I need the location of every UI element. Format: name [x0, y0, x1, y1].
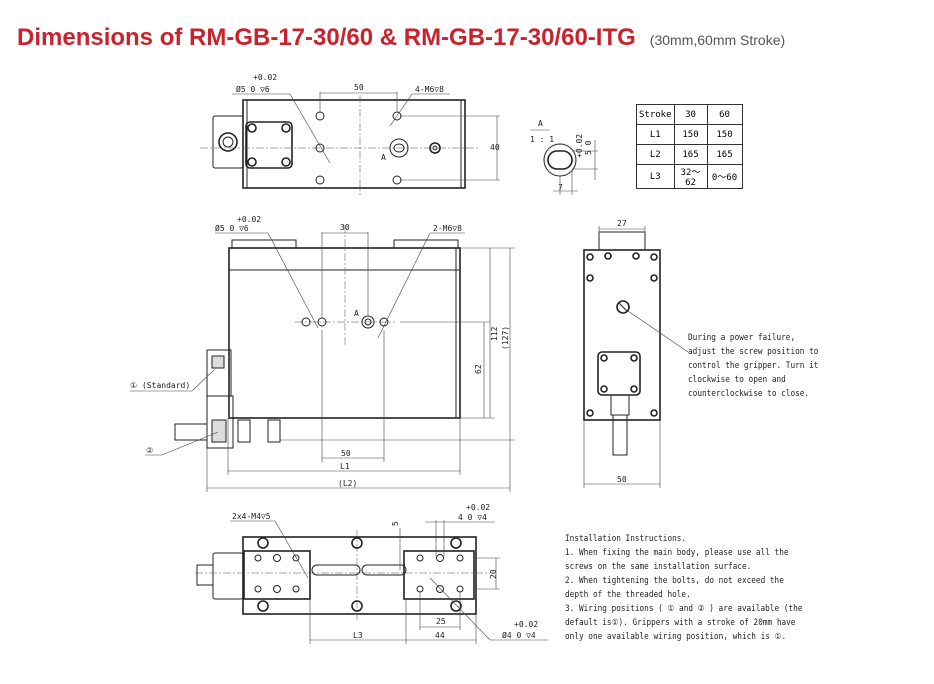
dim-127: (127) [501, 326, 510, 350]
instruction-line: 1. When fixing the main body, please use… [565, 548, 789, 558]
section-label-a: A [381, 153, 386, 162]
hole-tolerance: +0.02 [237, 215, 261, 224]
pin-spec-top: 4 0 ▽4 [458, 513, 487, 522]
dim-112: 112 [490, 326, 499, 341]
note-line: During a power failure, [688, 333, 796, 343]
top-view: 50 +0.02 Ø5 0 ▽6 4-M6▽8 40 A [200, 73, 500, 195]
subtitle: (30mm,60mm Stroke) [649, 32, 786, 48]
dim-20: 20 [489, 569, 498, 579]
dim-l2: (L2) [338, 479, 357, 488]
instruction-line: depth of the threaded hole. [565, 590, 691, 600]
stroke-spec-table: Stroke 30 60 L1 150 150 L2 165 165 L3 32… [636, 104, 743, 189]
hole-spec: Ø5 0 ▽6 [215, 223, 249, 233]
hole-tolerance: +0.02 [253, 73, 277, 82]
installation-instructions: Installation Instructions. 1. When fixin… [565, 532, 802, 644]
table-cell: L2 [636, 144, 675, 165]
section-label-a: A [354, 309, 359, 318]
dim-7: 7 [558, 183, 563, 192]
dim-27: 27 [617, 219, 627, 228]
table-cell: 0～60 [706, 164, 743, 189]
hole-spec: Ø5 0 ▽6 [236, 84, 270, 94]
dim-44: 44 [435, 631, 445, 640]
table-cell: 150 [706, 124, 743, 145]
table-row: L2 165 165 [636, 144, 743, 165]
pin-tolerance-bottom: +0.02 [514, 620, 538, 629]
table-row: L1 150 150 [636, 124, 743, 145]
detail-a-view: A 1 : 1 7 +0.02 5 0 [530, 119, 598, 195]
table-cell: L1 [636, 124, 675, 145]
end-view: 27 50 [583, 219, 689, 488]
page-title: Dimensions of RM-GB-17-30/60 & RM-GB-17-… [17, 24, 785, 52]
dim-50: 50 [354, 83, 364, 92]
dim-30: 30 [340, 223, 350, 232]
table-row: L3 32～62 0～60 [636, 164, 743, 189]
dim-62: 62 [474, 364, 483, 374]
thread-spec: 2-M6▽8 [433, 224, 462, 233]
note-line: clockwise to open and [688, 375, 786, 385]
instructions-heading: Installation Instructions. [565, 534, 687, 544]
detail-label: A [538, 119, 543, 128]
dim-50-bottom: 50 [341, 449, 351, 458]
table-cell: 165 [706, 144, 743, 165]
thread-spec: 2x4-M4▽5 [232, 512, 271, 521]
dim-5: 5 [391, 521, 400, 526]
dim-50-end: 50 [617, 475, 627, 484]
wiring-position-1: ① (Standard) [130, 381, 190, 390]
bottom-view: 2x4-M4▽5 5 +0.02 4 0 ▽4 20 25 L3 44 +0.0… [195, 503, 548, 644]
instruction-line: only one available wiring position, whic… [565, 632, 787, 642]
note-line: adjust the screw position to [688, 347, 819, 357]
dim-5: 5 0 [584, 140, 593, 155]
pin-tolerance-top: +0.02 [466, 503, 490, 512]
pin-spec-bottom: Ø4 0 ▽4 [502, 630, 536, 640]
table-cell: 150 [673, 124, 708, 145]
detail-scale: 1 : 1 [530, 135, 554, 144]
detail-tolerance: +0.02 [575, 134, 584, 158]
side-view: 30 +0.02 Ø5 0 ▽6 2-M6▽8 A 62 112 (127) 5… [130, 215, 515, 492]
dim-l1: L1 [340, 462, 350, 471]
thread-spec: 4-M6▽8 [415, 85, 444, 94]
dim-l3: L3 [353, 631, 363, 640]
table-header-cell: Stroke [636, 104, 675, 125]
table-header-cell: 60 [706, 104, 743, 125]
dim-25: 25 [436, 617, 446, 626]
instruction-line: 3. Wiring positions ( ① and ② ) are avai… [565, 604, 803, 614]
table-cell: L3 [636, 164, 675, 189]
table-header-row: Stroke 30 60 [636, 104, 743, 125]
dim-40: 40 [490, 143, 500, 152]
power-failure-note: During a power failure, adjust the screw… [688, 331, 818, 401]
instruction-line: screws on the same installation surface. [565, 562, 752, 572]
instruction-line: 2. When tightening the bolts, do not exc… [565, 576, 784, 586]
table-cell: 32～62 [673, 164, 708, 189]
table-header-cell: 30 [673, 104, 708, 125]
wiring-position-2: ② [146, 446, 153, 455]
note-line: control the gripper. Turn it [688, 361, 819, 371]
table-cell: 165 [673, 144, 708, 165]
title-text: Dimensions of RM-GB-17-30/60 & RM-GB-17-… [17, 24, 636, 51]
note-line: counterclockwise to close. [688, 389, 810, 399]
instruction-line: default is①). Grippers with a stroke of … [565, 618, 796, 628]
